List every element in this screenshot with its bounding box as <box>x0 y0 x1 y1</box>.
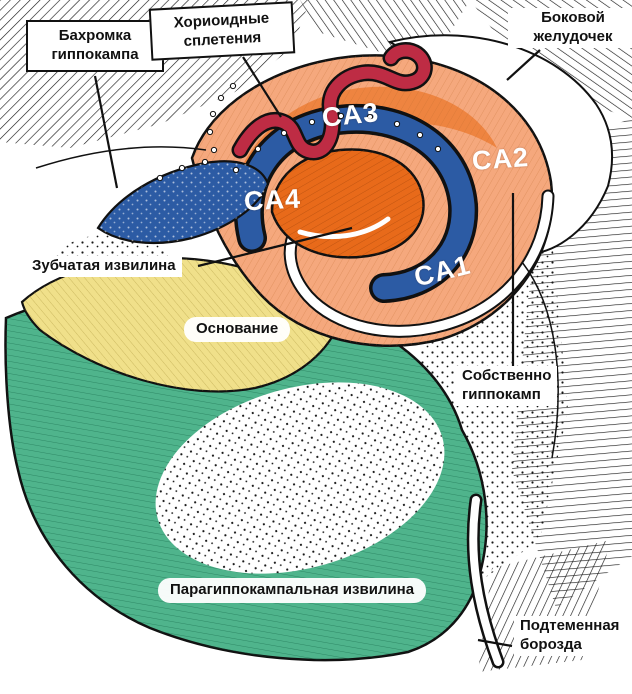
choroid-plexus <box>234 44 431 158</box>
hippocampus-proper-label: Собственно гиппокамп <box>456 366 558 406</box>
fimbria-label: Бахромка гиппокампа <box>26 20 164 72</box>
dentate-gyrus-label: Зубчатая извилина <box>26 256 182 277</box>
leader-choroid <box>242 56 282 118</box>
hippocampus-label-line1: Собственно <box>462 367 552 384</box>
fimbria-label-line2: гиппокампа <box>51 45 139 63</box>
parahippocampal-label: Парагиппокампальная извилина <box>158 578 427 603</box>
ventricle-label-line1: Боковой <box>541 9 605 26</box>
leader-ventricle <box>506 49 541 81</box>
ca3-label: CA3 <box>320 97 381 133</box>
white-matter-core-stipple <box>155 382 445 574</box>
leader-fimbria <box>93 75 119 189</box>
ventricle-label-line2: желудочек <box>533 27 613 45</box>
sulcus-label-line2: борозда <box>520 635 582 653</box>
dentate-gyrus-band <box>237 107 475 300</box>
fimbria-label-line1: Бахромка <box>58 27 132 44</box>
sulcus-label-line1: Подтеменная <box>520 617 620 634</box>
ca4-label: CA4 <box>243 183 302 217</box>
choroid-plexus-label: Хориоидные сплетения <box>148 1 296 61</box>
white-matter-core <box>155 382 445 574</box>
tela-bead-dots <box>156 82 442 182</box>
ca2-label: CA2 <box>470 142 530 176</box>
base-label: Основание <box>184 317 291 342</box>
ventricle-label: Боковой желудочек <box>508 8 632 48</box>
fold-line-upper <box>35 146 207 169</box>
leader-sulcus <box>477 638 513 648</box>
leader-dentate <box>197 226 353 268</box>
subparietal-sulcus-label: Подтеменная борозда <box>514 616 626 656</box>
hippocampus-label-line2: гиппокамп <box>462 385 541 403</box>
fold-line-right <box>521 261 559 459</box>
hilus-inner-curl <box>297 216 391 240</box>
